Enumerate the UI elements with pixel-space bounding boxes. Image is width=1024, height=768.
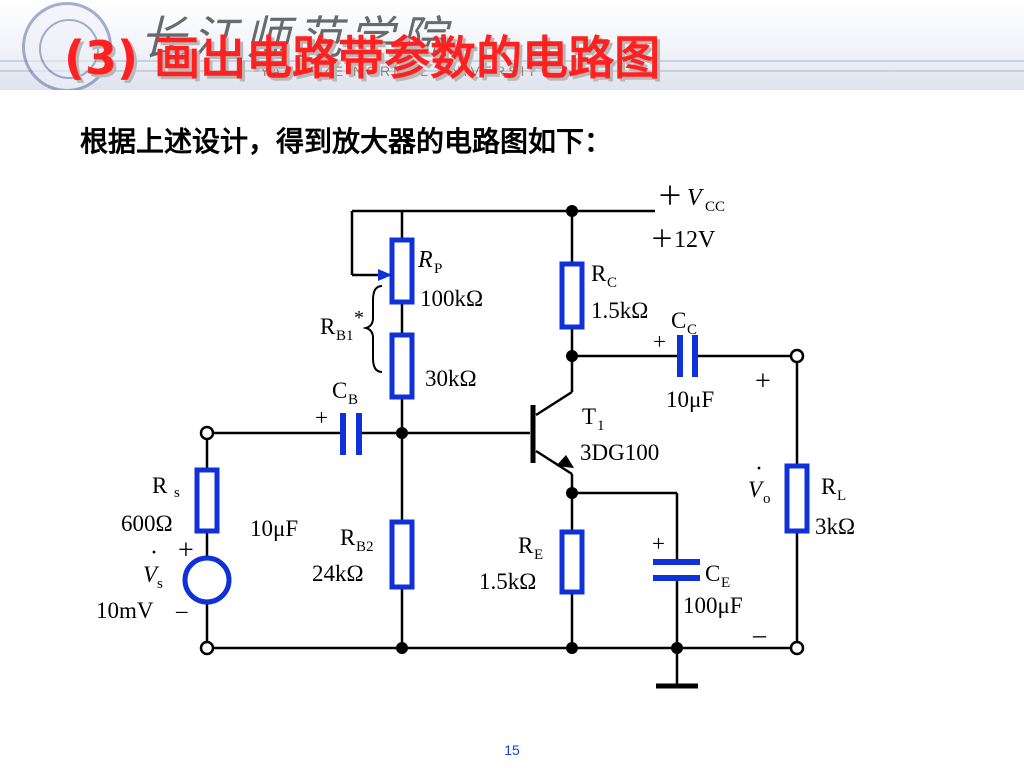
- t1-label: T: [582, 404, 596, 429]
- vs-subscript: s: [157, 576, 163, 592]
- rp-value: 100kΩ: [420, 286, 483, 311]
- vs-minus: –: [175, 598, 188, 623]
- vs-label: V: [143, 562, 160, 587]
- vs-dot: ·: [150, 540, 158, 566]
- rb1-subscript: B1: [336, 328, 354, 344]
- cb-label: C: [332, 378, 347, 403]
- header-stripe: [0, 70, 1024, 72]
- cb-plus: +: [315, 405, 328, 430]
- capacitor-ce: [653, 559, 700, 581]
- header-stripe: [0, 60, 1024, 62]
- vo-label: V: [748, 477, 765, 502]
- resistor-rp: [389, 237, 415, 305]
- rl-label: R: [821, 474, 837, 499]
- re-label: R: [518, 533, 534, 558]
- rp-label: R: [417, 247, 433, 273]
- cc-plus: +: [653, 329, 666, 354]
- junction-dots: [396, 205, 683, 654]
- ce-label: C: [705, 561, 720, 586]
- t1-subscript: 1: [597, 418, 605, 434]
- rb1-brace: [362, 285, 383, 373]
- header-calligraphy: 长江师范学院: [140, 11, 452, 65]
- rc-subscript: C: [607, 275, 617, 291]
- rb2-value: 24kΩ: [312, 561, 364, 586]
- rb1-value: 30kΩ: [425, 366, 477, 391]
- vcc-label: V: [687, 185, 704, 211]
- cc-subscript: C: [687, 322, 697, 338]
- rs-value: 600Ω: [121, 511, 173, 536]
- rc-value: 1.5kΩ: [591, 298, 648, 323]
- body-text: 根据上述设计，得到放大器的电路图如下：: [80, 125, 613, 158]
- cc-value: 10μF: [666, 387, 714, 412]
- voltage-source-vs: [182, 555, 232, 605]
- ce-plus: +: [652, 531, 665, 556]
- university-logo: [22, 2, 112, 90]
- rl-value: 3kΩ: [815, 514, 855, 539]
- rs-label: R: [152, 473, 168, 498]
- rb2-subscript: B2: [356, 539, 374, 555]
- rb2-label: R: [340, 525, 356, 550]
- resistor-re: [559, 529, 585, 595]
- rp-subscript: P: [434, 261, 442, 277]
- vcc-value: ＋12V: [650, 227, 716, 253]
- re-subscript: E: [534, 547, 543, 563]
- capacitor-cc: [677, 335, 698, 377]
- header-motto: YANGTZE NORMAL UNIVERSITY: [260, 63, 552, 79]
- rb1-label: R: [320, 314, 336, 339]
- cb-value: 10μF: [250, 516, 298, 541]
- rl-subscript: L: [837, 488, 846, 504]
- potentiometer-wiper-arrow: [378, 269, 392, 281]
- header-banner: 长江师范学院 YANGTZE NORMAL UNIVERSITY: [0, 0, 1024, 90]
- cc-label: C: [671, 308, 686, 333]
- vcc-subscript: CC: [705, 199, 725, 215]
- wires: [205, 209, 799, 689]
- vo-subscript: o: [763, 491, 771, 507]
- vo-plus: +: [755, 366, 771, 397]
- resistor-rs: [194, 467, 220, 534]
- capacitor-cb: [340, 413, 362, 455]
- vcc-plus-sign: ＋: [657, 182, 683, 211]
- vo-minus: –: [752, 620, 767, 649]
- t1-model: 3DG100: [580, 440, 659, 465]
- terminals: [199, 348, 805, 656]
- resistor-rb2: [389, 519, 415, 590]
- resistor-rb1: [389, 332, 415, 400]
- page-number: 15: [504, 742, 520, 758]
- rc-label: R: [591, 261, 607, 286]
- vs-value: 10mV: [96, 598, 154, 623]
- vo-dot: ·: [755, 456, 763, 482]
- vs-plus: +: [178, 535, 194, 566]
- rs-subscript: s: [174, 485, 180, 501]
- re-value: 1.5kΩ: [479, 569, 536, 594]
- cb-subscript: B: [348, 392, 358, 408]
- transistor-t1: [530, 405, 574, 468]
- slide-title: (3) 画出电路带参数的电路图: [64, 31, 661, 85]
- resistor-rl: [784, 463, 810, 534]
- ce-value: 100μF: [683, 593, 743, 618]
- rb1-asterisk: *: [354, 307, 364, 329]
- resistor-rc: [559, 261, 585, 330]
- ce-subscript: E: [721, 575, 730, 591]
